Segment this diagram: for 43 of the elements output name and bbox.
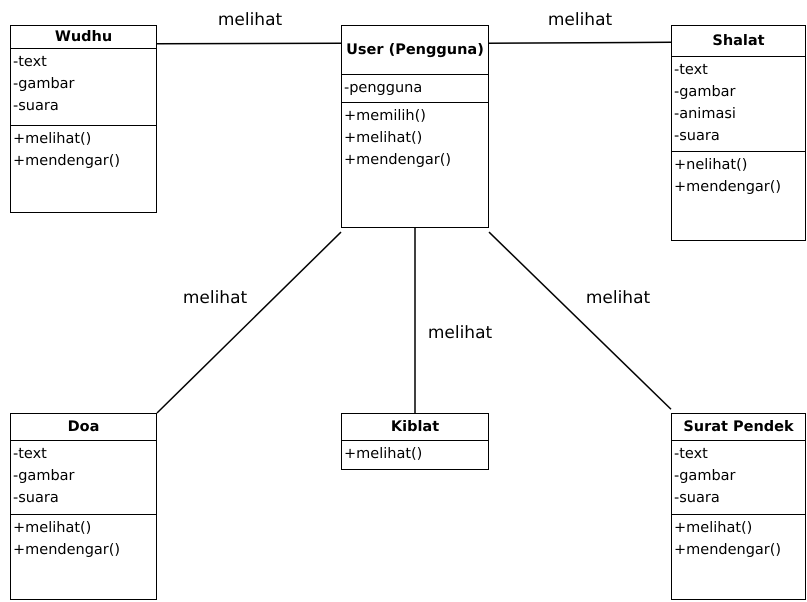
attribute-text: -gambar — [13, 75, 76, 94]
association-line — [488, 232, 672, 410]
attribute-text: -text — [13, 53, 48, 72]
association-line — [157, 42, 341, 45]
method-text: +melihat() — [13, 519, 92, 538]
class-name: Doa — [68, 418, 100, 437]
method-text: +melihat() — [674, 519, 754, 538]
method-text: +melihat() — [13, 130, 92, 149]
class-box — [341, 25, 489, 228]
class-name: Shalat — [712, 32, 765, 51]
method-text: +nelihat() — [674, 156, 748, 175]
attribute-text: -animasi — [674, 105, 737, 124]
class-name: Surat Pendek — [683, 418, 794, 437]
class-box — [341, 413, 489, 470]
class-box — [10, 413, 157, 600]
method-text: +melihat() — [344, 129, 424, 148]
attribute-text: -suara — [13, 489, 60, 508]
class-box — [671, 413, 806, 600]
attribute-text: -suara — [674, 489, 721, 508]
method-text: +mendengar() — [674, 178, 782, 197]
attribute-text: -gambar — [13, 467, 76, 486]
method-text: +mendengar() — [13, 541, 122, 560]
association-line — [156, 232, 342, 414]
association-line — [489, 42, 671, 44]
attribute-text: -text — [13, 445, 48, 464]
attribute-text: -pengguna — [344, 79, 424, 98]
method-text: +mendengar() — [674, 541, 782, 560]
attribute-text: -suara — [674, 127, 721, 146]
class-box — [671, 25, 806, 241]
attribute-text: -gambar — [674, 83, 736, 102]
attribute-text: -text — [674, 61, 709, 80]
attribute-text: -text — [674, 445, 709, 464]
method-text: +mendengar() — [344, 151, 452, 170]
class-name: Kiblat — [390, 418, 440, 437]
method-text: +mendengar() — [13, 152, 122, 171]
method-text: +memilih() — [344, 107, 427, 126]
class-name: Wudhu — [54, 28, 112, 47]
class-name: User (Pengguna) — [346, 41, 484, 60]
method-text: +melihat() — [344, 445, 424, 464]
attribute-text: -gambar — [674, 467, 736, 486]
class-box — [10, 25, 157, 213]
association-line — [414, 228, 416, 413]
attribute-text: -suara — [13, 97, 60, 116]
